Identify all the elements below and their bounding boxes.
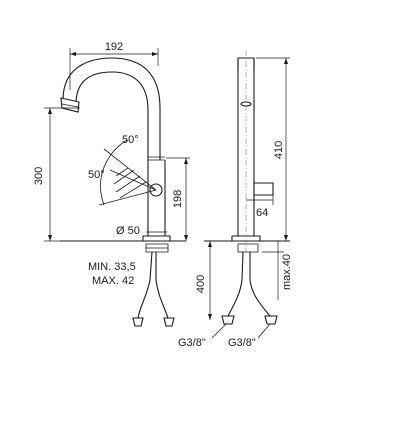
angle-lower-label: 50° (88, 169, 105, 181)
dim-side-height-label: 410 (273, 141, 285, 159)
hose-thread-right: G3/8" (228, 337, 256, 349)
countertop-side (204, 235, 290, 253)
angle-upper-label: 50° (122, 134, 139, 146)
side-view: 410 64 max.40 400 (178, 50, 293, 349)
deck-thickness-min: MIN. 33,5 (88, 261, 136, 273)
dim-deck-max: max.40 (262, 241, 293, 300)
dim-base-diameter-label: Ø 50 (116, 225, 140, 237)
spout-neck (60, 57, 161, 160)
dim-lever-height-label: 198 (172, 190, 184, 208)
dim-total-height: 300 (33, 107, 80, 242)
dim-spout-reach-label: 192 (105, 41, 123, 53)
deck-thickness-max: MAX. 42 (92, 275, 134, 287)
dim-lever-depth: 64 (246, 195, 274, 219)
hose-thread-left: G3/8" (178, 337, 206, 349)
dim-spout-reach: 192 (69, 41, 159, 90)
dim-side-height: 410 (256, 57, 290, 241)
dim-lever-depth-label: 64 (256, 207, 268, 219)
side-spout (237, 50, 255, 252)
front-view: 192 50 (33, 41, 190, 327)
dim-hose-length-label: 400 (195, 275, 207, 293)
dim-total-height-label: 300 (33, 167, 45, 185)
hoses-front (132, 251, 175, 327)
hoses-side (211, 251, 278, 339)
dim-hose-length: 400 (195, 241, 212, 320)
lever-angles: 50° 50° (88, 134, 157, 206)
dim-lever-height: 198 (166, 157, 190, 241)
side-lever (253, 182, 274, 196)
countertop-front (60, 235, 186, 253)
dim-deck-max-label: max.40 (281, 254, 293, 290)
tap-body (147, 156, 166, 236)
dim-base-diameter: Ø 50 (116, 225, 167, 237)
